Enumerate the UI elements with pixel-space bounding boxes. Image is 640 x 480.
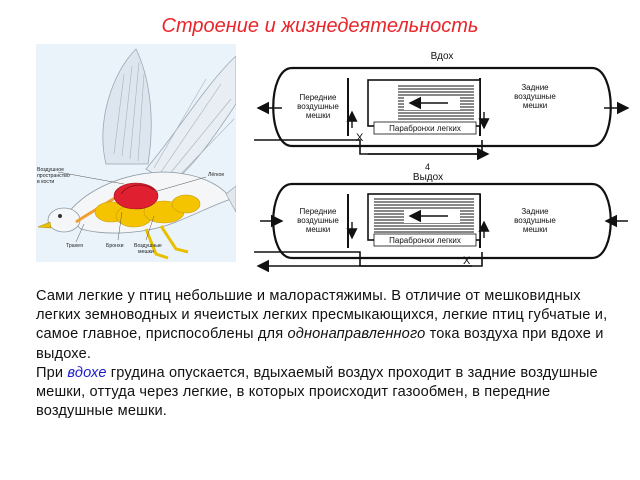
bird-head [47,207,81,233]
exhale-vessel [272,182,612,260]
inhale-front-sacs-label: Передние [300,93,337,102]
inhale-number: 4 [425,162,430,172]
bird-label-bronchi: Бронхи [106,243,124,249]
near-wing [145,55,236,185]
paragraph-2: При вдохе грудина опускается, вдыхаемый … [36,364,598,420]
exhale-rear-sacs-label: Задние [521,207,549,216]
exhale-label: Выдох [413,172,443,183]
exhale-panel: Выдох Парабронхи легких Передние воздушн… [254,172,628,272]
inhale-label: Вдох [431,51,454,62]
exhale-rear-sacs-label: мешки [523,225,547,234]
exhale-parabronchi-label: Парабронхи легких [389,236,461,245]
exhale-front-sacs-label: Передние [300,207,337,216]
body-text: Сами легкие у птиц небольшие и малорастя… [36,287,626,421]
bird-label-air-space: Воздушное [37,167,64,173]
bird-tail [225,185,236,213]
inhale-rear-sacs-label: воздушные [514,92,556,101]
bird-anatomy-illustration: Воздушное пространство в кости Лёгкое Тр… [36,44,236,262]
inhale-front-sacs-label: мешки [306,111,330,120]
bird-label-air-sacs: Воздушные [134,243,162,249]
page-title: Строение и жизнедеятельность [161,15,479,37]
inhale-rear-sacs-label: Задние [521,83,549,92]
bird-leg [144,228,169,260]
bird-label-trachea: Трахея [66,243,83,249]
bird-label-air-space: пространство [37,173,70,179]
inhale-panel: Вдох Парабронхи легких Передние воздушны… [254,51,630,172]
bird-beak [37,221,52,229]
inhale-front-sacs-label: воздушные [297,102,339,111]
inhale-parabronchi-label: Парабронхи легких [389,124,461,133]
exhale-rear-sacs-label: воздушные [514,216,556,225]
inhale-rear-sacs-label: мешки [523,101,547,110]
airflow-diagram: Вдох Парабронхи легких Передние воздушны… [254,51,630,272]
emphasis-unidirectional: однонаправленного [287,326,426,343]
paragraph-1: Сами легкие у птиц небольшие и малорастя… [36,288,608,362]
exhale-front-sacs-label: воздушные [297,216,339,225]
bird-leg [159,225,189,254]
bird-label-air-space: в кости [37,179,54,185]
inhale-valve-mark: X [356,132,364,144]
exhale-front-sacs-label: мешки [306,225,330,234]
far-wing [102,48,152,165]
bird-eye [58,214,62,218]
lungs [113,182,159,210]
exhale-valve-mark: X [463,255,471,267]
air-sac [171,194,201,214]
bird-label-air-sacs: мешки [138,249,154,255]
inhale-vessel [272,66,612,148]
emphasis-inhale: вдохе [67,364,107,381]
bird-label-lungs: Лёгкое [208,172,224,178]
